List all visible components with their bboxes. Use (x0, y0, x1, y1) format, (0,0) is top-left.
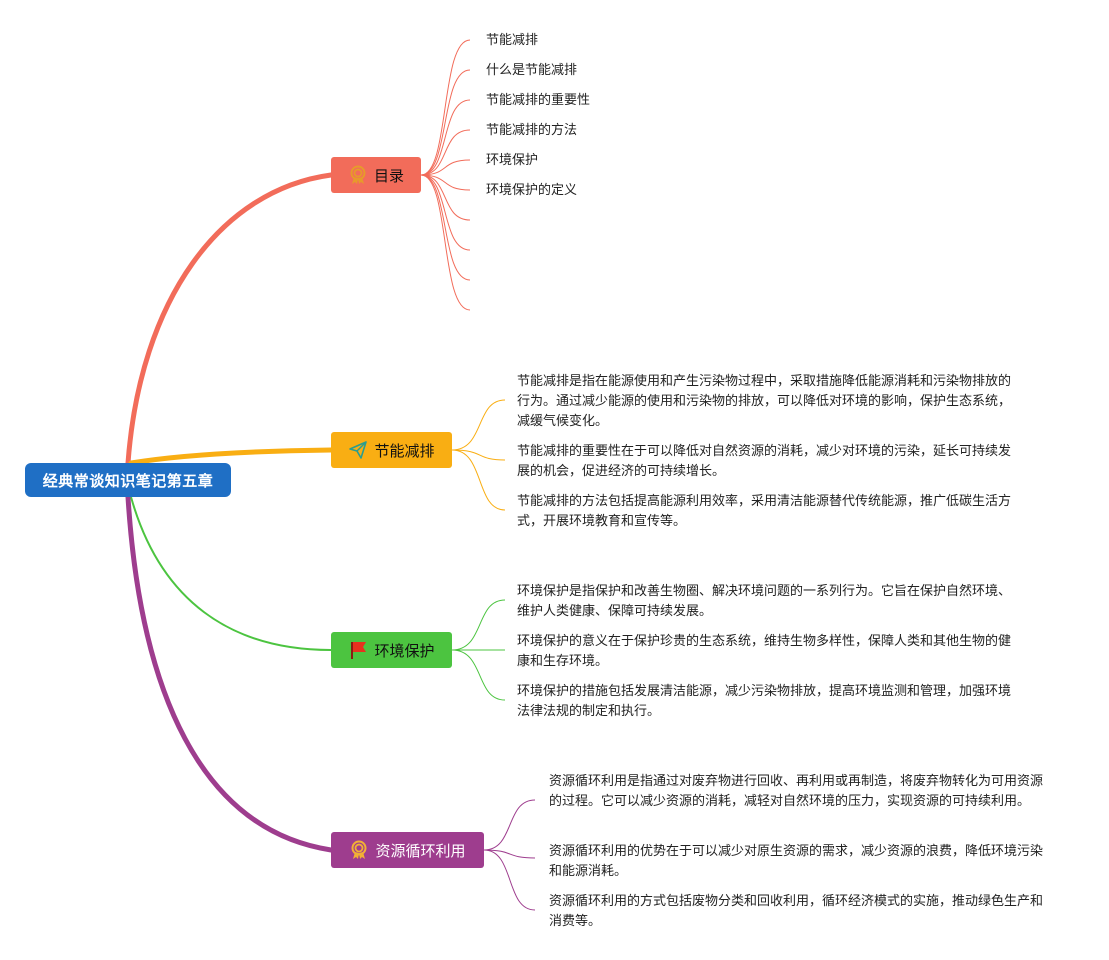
branch-resource-label: 资源循环利用 (375, 841, 466, 860)
toc-item[interactable]: 环境保护 (486, 153, 539, 168)
link-root-resource (125, 494, 334, 853)
root-topic-label: 经典常谈知识笔记第五章 (42, 471, 214, 490)
link-root-environment (130, 496, 332, 651)
red-flag-icon (348, 640, 368, 660)
toc-item[interactable]: 节能减排的方法 (486, 123, 578, 138)
award-ribbon-icon (349, 840, 369, 860)
toc-item[interactable]: 什么是节能减排 (486, 63, 578, 78)
branch-energy-label: 节能减排 (374, 441, 435, 460)
toc-item[interactable]: 节能减排的重要性 (486, 93, 591, 108)
toc-sub-links (420, 39, 471, 311)
environment-paragraph[interactable]: 环境保护是指保护和改善生物圈、解决环境问题的一系列行为。它旨在保护自然环境、维护… (517, 584, 1012, 619)
link-root-toc (125, 172, 334, 466)
resource-sub-links (483, 799, 536, 911)
environment-sub-links (451, 599, 506, 701)
energy-sub-links (451, 399, 506, 511)
branch-environment-label: 环境保护 (374, 641, 435, 660)
energy-paragraph[interactable]: 节能减排的重要性在于可以降低对自然资源的消耗，减少对环境的污染，延长可持续发展的… (517, 444, 1012, 479)
resource-paragraph[interactable]: 资源循环利用的优势在于可以减少对原生资源的需求，减少资源的浪费，降低环境污染和能… (549, 844, 1044, 879)
branch-environment[interactable]: 环境保护 (331, 632, 452, 668)
energy-paragraph[interactable]: 节能减排是指在能源使用和产生污染物过程中，采取措施降低能源消耗和污染物排放的行为… (517, 374, 1012, 429)
branch-energy[interactable]: 节能减排 (331, 432, 452, 468)
energy-paragraph[interactable]: 节能减排的方法包括提高能源利用效率，采用清洁能源替代传统能源，推广低碳生活方式，… (517, 494, 1012, 529)
root-topic[interactable]: 经典常谈知识笔记第五章 (25, 463, 231, 497)
branch-toc-label: 目录 (373, 166, 404, 185)
branch-toc[interactable]: 目录 (331, 157, 421, 193)
environment-paragraph[interactable]: 环境保护的措施包括发展清洁能源，减少污染物排放，提高环境监测和管理，加强环境法律… (517, 684, 1012, 719)
resource-paragraph[interactable]: 资源循环利用的方式包括废物分类和回收利用，循环经济模式的实施，推动绿色生产和消费… (549, 894, 1044, 929)
toc-item[interactable]: 节能减排 (486, 33, 539, 48)
branch-resource[interactable]: 资源循环利用 (331, 832, 484, 868)
environment-paragraph[interactable]: 环境保护的意义在于保护珍贵的生态系统，维持生物多样性，保障人类和其他生物的健康和… (517, 634, 1012, 669)
toc-item[interactable]: 环境保护的定义 (486, 183, 578, 198)
resource-paragraph[interactable]: 资源循环利用是指通过对废弃物进行回收、再利用或再制造，将废弃物转化为可用资源的过… (549, 774, 1044, 809)
award-ribbon-icon (348, 165, 368, 185)
paper-plane-icon (348, 440, 368, 460)
link-root-energy (128, 447, 334, 466)
